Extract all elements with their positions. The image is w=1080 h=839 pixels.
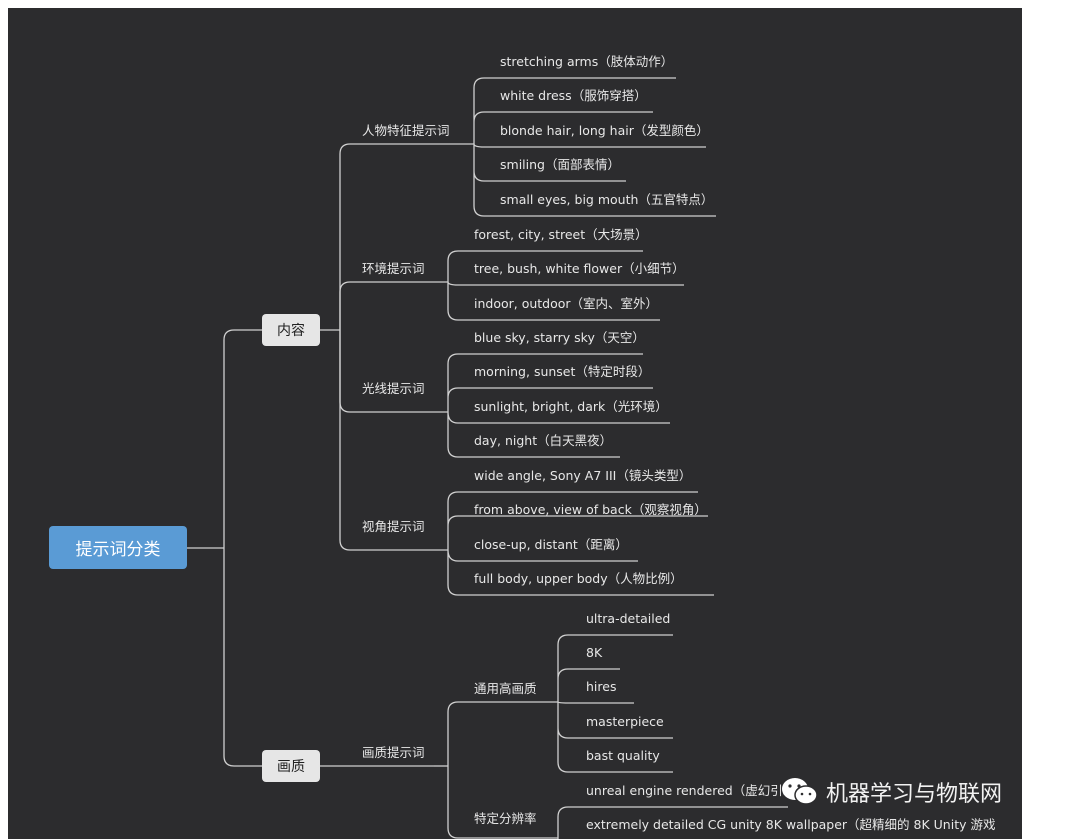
group-general-quality[interactable]: 通用高画质 (474, 681, 537, 696)
leaf-character[interactable]: smiling（面部表情） (500, 157, 620, 172)
watermark-text: 机器学习与物联网 (826, 782, 1003, 807)
leaf-environment[interactable]: indoor, outdoor（室内、室外） (474, 296, 659, 311)
link-content-lighting (339, 330, 428, 413)
link-lighting-leaves (447, 353, 670, 458)
branch-quality[interactable]: 画质 (262, 750, 320, 782)
group-quality-terms[interactable]: 画质提示词 (362, 745, 425, 760)
watermark: 机器学习与物联网 (780, 772, 1002, 812)
root-node[interactable]: 提示词分类 (49, 526, 187, 569)
link-environment-leaves (447, 250, 684, 321)
link-general-leaves (557, 634, 673, 773)
leaf-general-quality[interactable]: masterpiece (586, 714, 664, 729)
link-quality-general (447, 701, 540, 766)
leaf-environment[interactable]: tree, bush, white flower（小细节） (474, 261, 685, 276)
leaf-character[interactable]: white dress（服饰穿搭） (500, 88, 647, 103)
leaf-lighting[interactable]: morning, sunset（特定时段） (474, 364, 651, 379)
group-character[interactable]: 人物特征提示词 (362, 123, 450, 138)
leaf-general-quality[interactable]: bast quality (586, 748, 660, 763)
leaf-character[interactable]: stretching arms（肢体动作） (500, 54, 674, 69)
group-lighting[interactable]: 光线提示词 (362, 381, 425, 396)
link-root-quality (223, 548, 262, 767)
mindmap-canvas: 提示词分类 内容 画质 人物特征提示词 环境提示词 光线提示词 视角提示词 画质… (8, 8, 1022, 839)
leaf-lighting[interactable]: sunlight, bright, dark（光环境） (474, 399, 668, 414)
link-content-environment (339, 281, 428, 330)
leaf-general-quality[interactable]: hires (586, 679, 617, 694)
link-resolution-leaves (557, 806, 788, 839)
branch-content[interactable]: 内容 (262, 314, 320, 346)
leaf-character[interactable]: blonde hair, long hair（发型颜色） (500, 123, 709, 138)
leaf-general-quality[interactable]: ultra-detailed (586, 611, 671, 626)
leaf-lighting[interactable]: blue sky, starry sky（天空） (474, 330, 645, 345)
connector-lines (187, 77, 788, 839)
group-environment[interactable]: 环境提示词 (362, 261, 425, 276)
group-view[interactable]: 视角提示词 (362, 519, 425, 534)
link-view-leaves (447, 491, 714, 596)
wechat-icon (782, 778, 818, 805)
leaf-lighting[interactable]: day, night（白天黑夜） (474, 433, 613, 448)
link-quality-resolution (447, 766, 540, 839)
group-resolution[interactable]: 特定分辨率 (474, 811, 537, 826)
link-content-character (339, 143, 456, 330)
leaf-view[interactable]: full body, upper body（人物比例） (474, 571, 683, 586)
leaf-general-quality[interactable]: 8K (586, 645, 603, 660)
leaf-view[interactable]: from above, view of back（观察视角） (474, 502, 707, 517)
leaf-view[interactable]: close-up, distant（距离） (474, 537, 628, 552)
leaf-resolution[interactable]: unreal engine rendered（虚幻引擎 (586, 783, 796, 798)
leaf-resolution[interactable]: extremely detailed CG unity 8K wallpaper… (586, 817, 996, 832)
leaf-view[interactable]: wide angle, Sony A7 III（镜头类型） (474, 468, 692, 483)
leaf-environment[interactable]: forest, city, street（大场景） (474, 227, 648, 242)
link-character-leaves (473, 77, 716, 217)
leaf-character[interactable]: small eyes, big mouth（五官特点） (500, 192, 714, 207)
link-content-view (339, 330, 428, 551)
link-root-content (223, 329, 262, 548)
